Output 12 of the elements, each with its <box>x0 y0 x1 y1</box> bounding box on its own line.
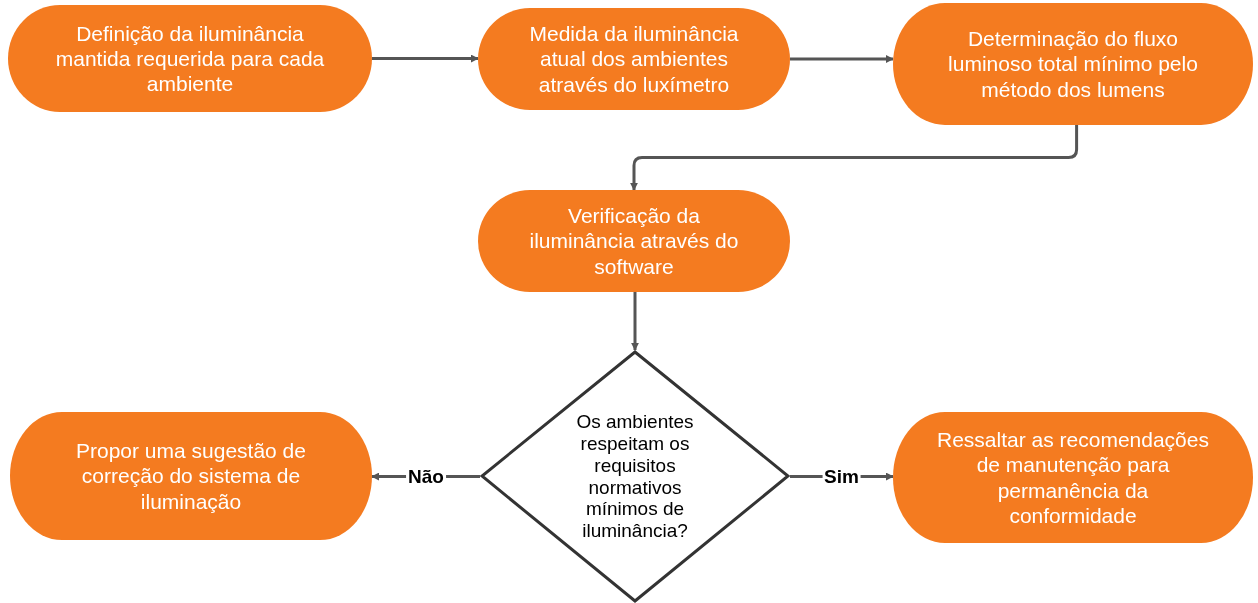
node-text: Ressaltar as recomendações de manutenção para permanência da conformidade <box>936 427 1210 528</box>
node-text: Os ambientes respeitam os requisitos normativos mínimos de iluminância? <box>575 410 695 543</box>
arrow <box>631 292 639 351</box>
arrow <box>630 125 1079 191</box>
node-text: Verificação da iluminância através do software <box>528 203 740 279</box>
node-text: Definição da iluminância mantida requerida para cada ambiente <box>54 20 326 97</box>
node-text: Propor uma sugestão de correção do sistema de iluminação <box>75 438 307 514</box>
node-text: Medida da iluminância atual dos ambientes através do luxímetro <box>528 21 740 97</box>
arrow <box>790 55 894 63</box>
decision-diamond <box>480 350 790 603</box>
node-text: Determinação do fluxo luminoso total mínimo pelo método dos lumens <box>947 26 1199 102</box>
arrow <box>372 54 479 63</box>
